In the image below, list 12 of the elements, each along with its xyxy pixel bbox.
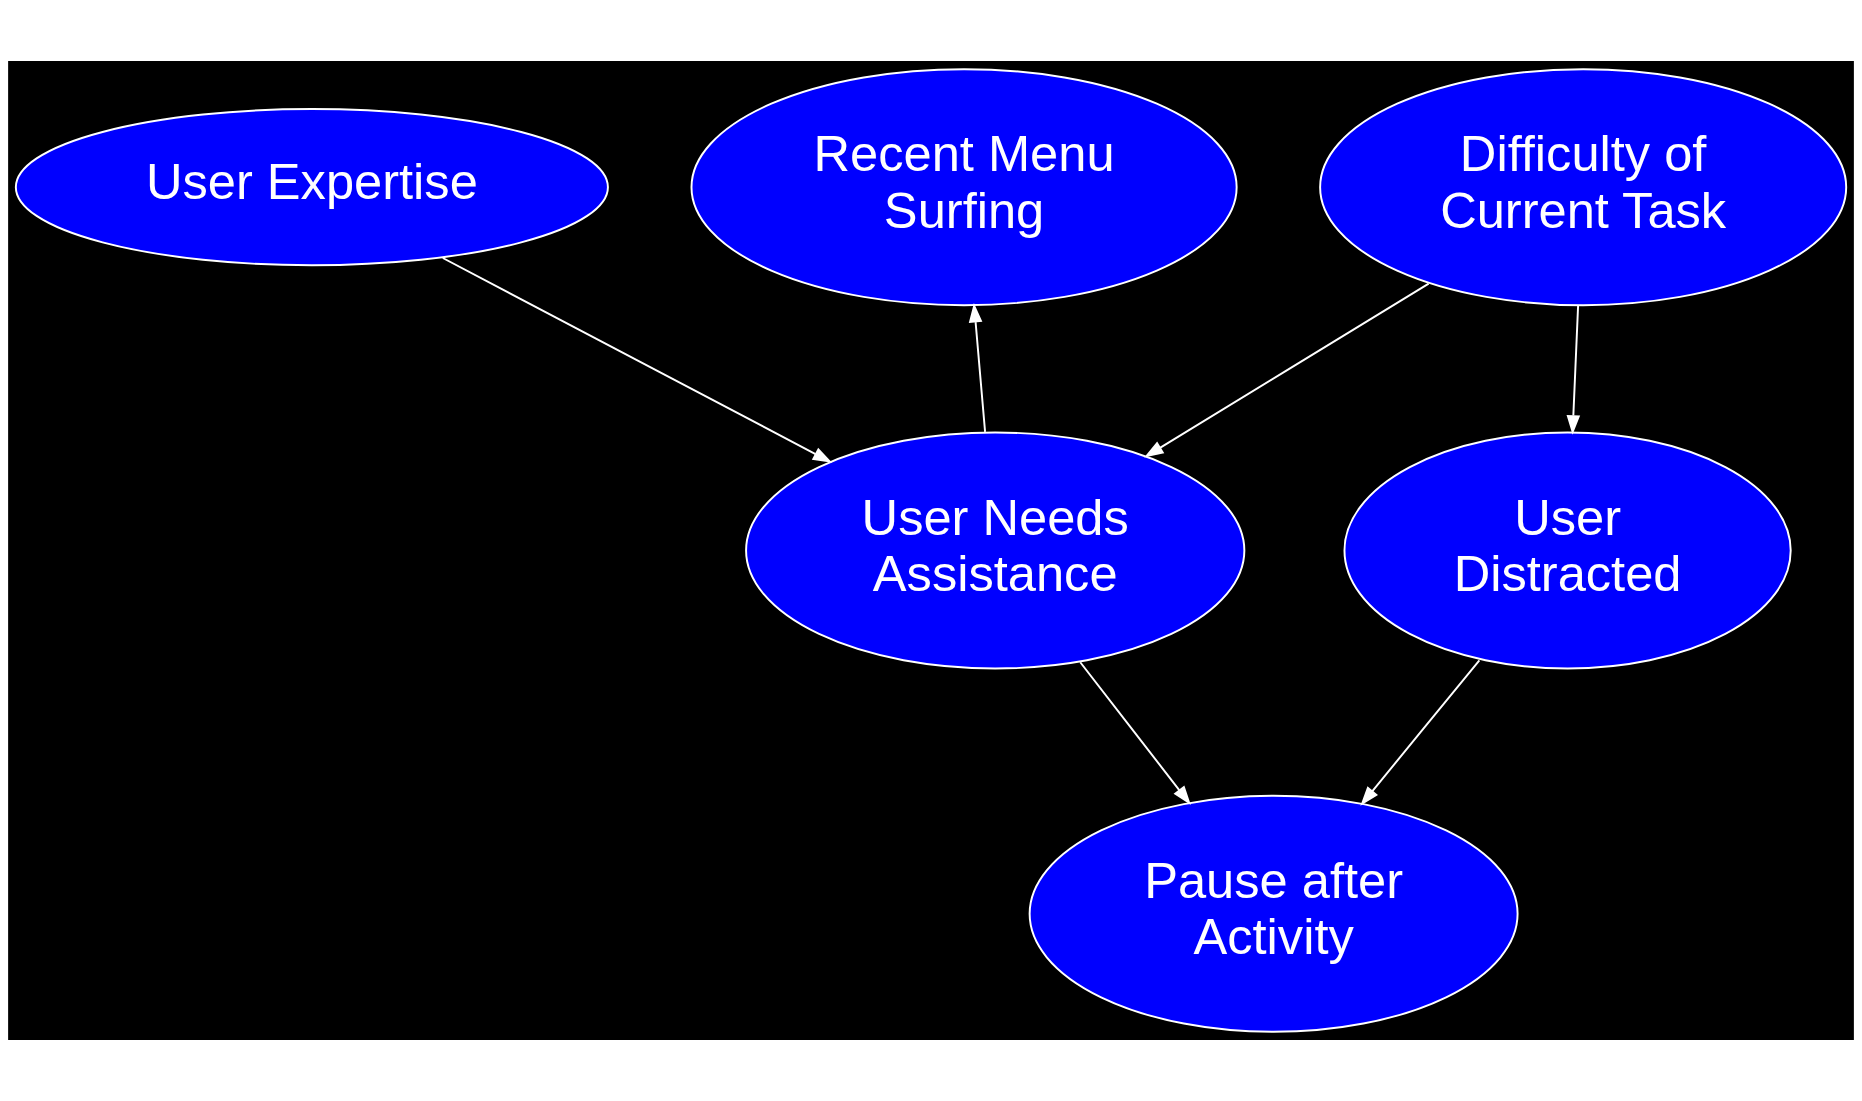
arrow — [1079, 661, 1191, 806]
node-ellipse: User Distracted — [1343, 431, 1792, 670]
node-ellipse: Difficulty of Current Task — [1319, 68, 1848, 307]
node-ellipse: Recent Menu Surfing — [690, 68, 1238, 307]
node-ellipse: Pause after Activity — [1028, 794, 1519, 1033]
arrow — [441, 257, 833, 463]
arrow — [1566, 304, 1581, 435]
arrow — [1144, 282, 1430, 458]
node-ellipse: User Expertise — [14, 108, 609, 267]
arrow — [968, 302, 987, 433]
node-ellipse: User Needs Assistance — [745, 431, 1246, 670]
arrow — [1360, 659, 1481, 806]
